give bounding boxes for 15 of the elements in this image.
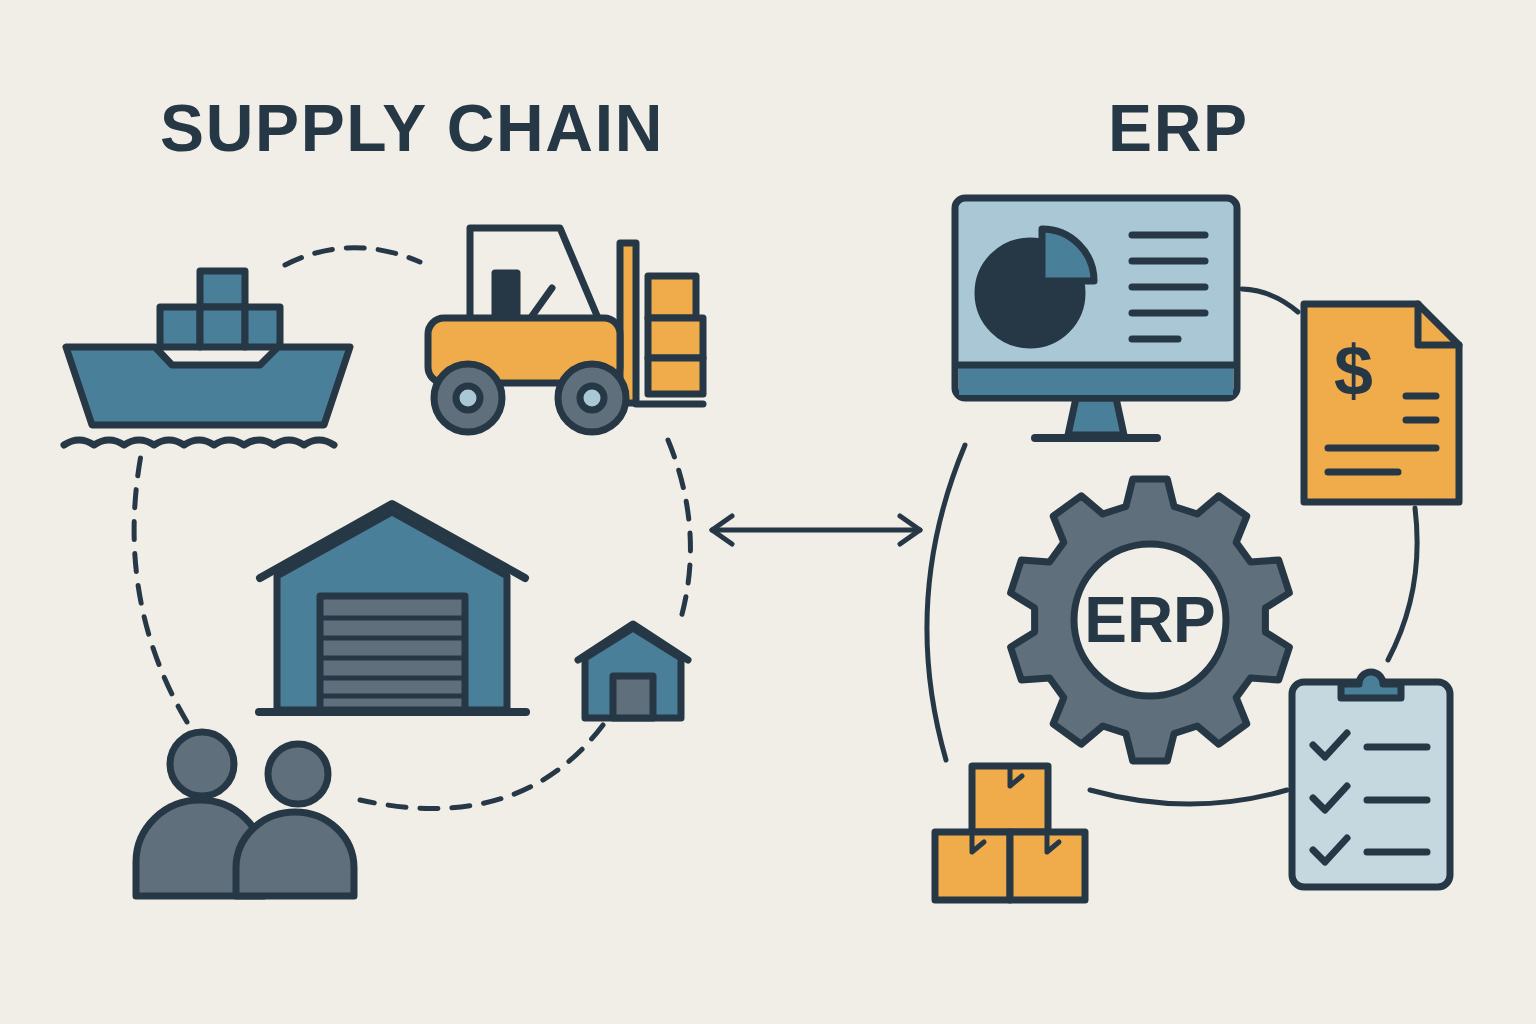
small-warehouse-icon: [573, 618, 693, 725]
curved-connector: [1239, 286, 1301, 315]
dashed-connector: [357, 722, 606, 811]
curved-connector: [924, 442, 968, 763]
gear-label: ERP: [1084, 588, 1216, 652]
section-heading: ERP: [1108, 95, 1249, 161]
dashed-connector: [131, 452, 190, 725]
double-arrow: [709, 513, 923, 547]
curved-connector: [1385, 505, 1420, 663]
monitor-icon: [950, 193, 1242, 445]
curved-connector: [1087, 787, 1290, 807]
boxes-icon: [930, 760, 1090, 905]
dollar-sign: $: [1334, 336, 1373, 406]
section-heading: SUPPLY CHAIN: [160, 95, 664, 161]
dashed-connector: [282, 245, 423, 268]
